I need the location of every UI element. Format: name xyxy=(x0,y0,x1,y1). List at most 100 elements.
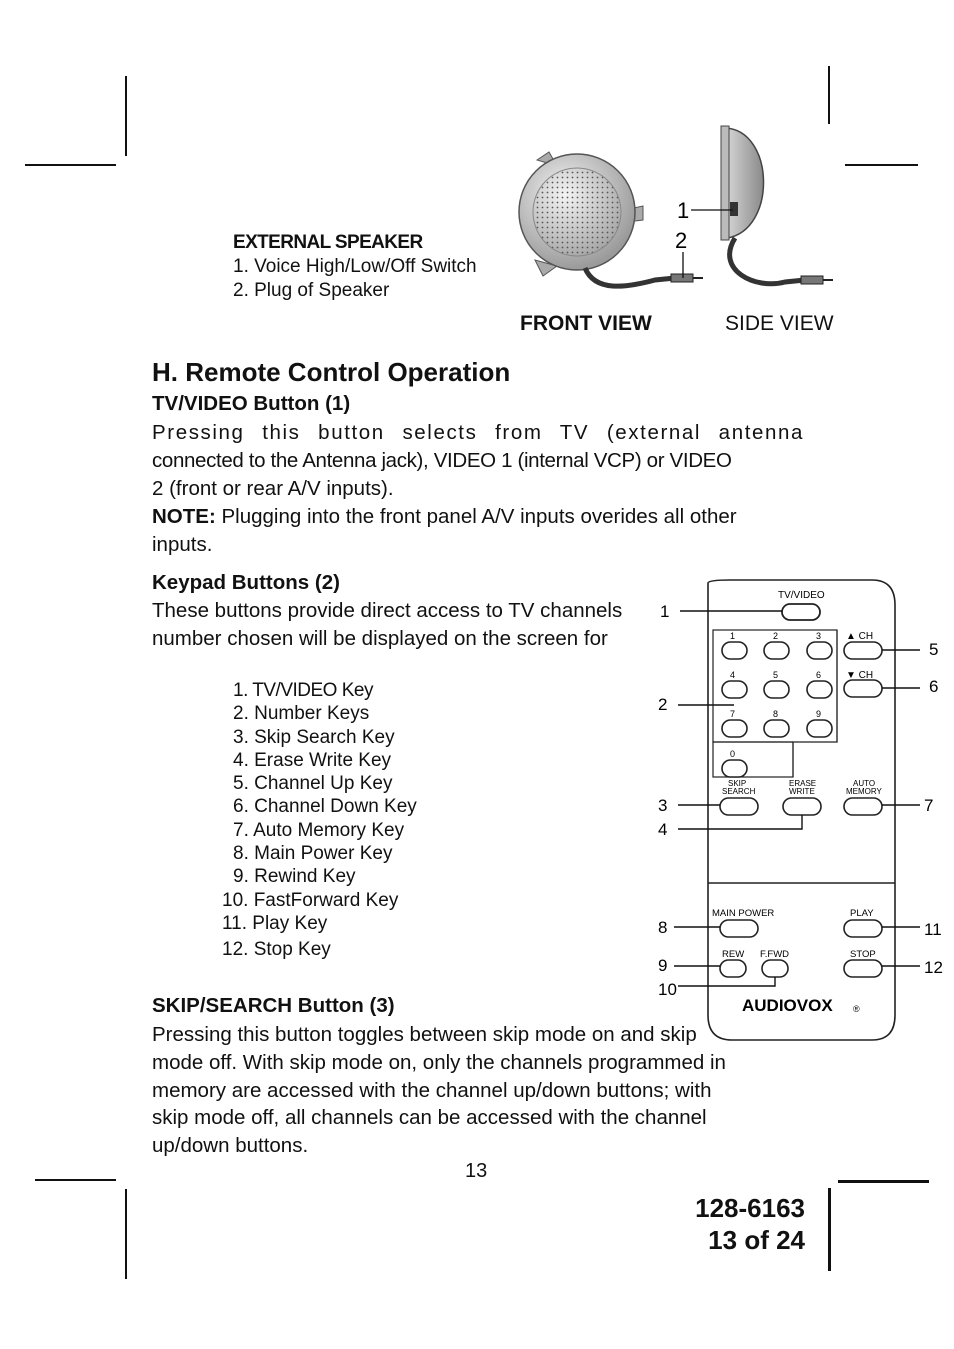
side-view-label: SIDE VIEW xyxy=(725,312,834,335)
channel-down-key[interactable] xyxy=(843,679,883,698)
speaker-grille xyxy=(532,167,622,257)
remote-callout-7: 7 xyxy=(924,796,933,815)
remote-callout-12: 12 xyxy=(924,958,943,977)
remote-callout-11: 11 xyxy=(924,920,942,939)
keypad-line-1: These buttons provide direct access to T… xyxy=(152,599,623,622)
crop-mark-bottom-left-vertical xyxy=(125,1189,127,1279)
callout-lines xyxy=(674,610,920,987)
digit-label-4: 4 xyxy=(730,670,735,680)
remote-callout-2: 2 xyxy=(658,695,667,714)
play-key[interactable] xyxy=(843,919,883,938)
tv-video-line-1: Pressing this button selects from TV (ex… xyxy=(152,421,804,444)
rew-label: REW xyxy=(722,949,744,960)
main-power-key[interactable] xyxy=(719,919,759,938)
keypad-heading: Keypad Buttons (2) xyxy=(152,571,340,594)
key-list-item: 11. Play Key xyxy=(222,912,328,934)
key-list-item: 3. Skip Search Key xyxy=(233,726,395,748)
note-paragraph: NOTE: Plugging into the front panel A/V … xyxy=(152,503,804,531)
stop-key[interactable] xyxy=(843,959,883,978)
digit-key-3[interactable] xyxy=(806,641,833,660)
tv-video-key-label: TV/VIDEO xyxy=(778,590,825,601)
erase-label-2: WRITE xyxy=(789,787,815,796)
speaker-item-1: 1. Voice High/Low/Off Switch xyxy=(233,256,477,277)
digit-label-5: 5 xyxy=(773,670,778,680)
remote-callout-8: 8 xyxy=(658,918,667,937)
digit-key-2[interactable] xyxy=(763,641,790,660)
auto-memory-key[interactable] xyxy=(843,797,883,816)
crop-mark-bottom-right-vertical xyxy=(828,1188,831,1271)
remote-callout-3: 3 xyxy=(658,796,667,815)
voice-switch xyxy=(730,202,738,216)
speaker-side-rim xyxy=(720,125,730,241)
front-view-label: FRONT VIEW xyxy=(520,312,652,335)
digit-key-6[interactable] xyxy=(806,680,833,699)
speaker-callout-2: 2 xyxy=(675,228,687,253)
tv-video-key[interactable] xyxy=(781,603,821,621)
key-list-item: 10. FastForward Key xyxy=(222,889,399,911)
auto-label-2: MEMORY xyxy=(846,787,883,796)
skip-search-heading: SKIP/SEARCH Button (3) xyxy=(152,994,395,1017)
skip-search-line-1: Pressing this button toggles between ski… xyxy=(152,1023,697,1046)
digit-label-9: 9 xyxy=(816,709,821,719)
digit-label-7: 7 xyxy=(730,709,735,719)
key-list-item: 12. Stop Key xyxy=(222,939,331,961)
auto-label-1: AUTO xyxy=(853,779,875,788)
page-title: H. Remote Control Operation xyxy=(152,357,511,387)
digit-key-0[interactable] xyxy=(721,759,748,778)
doc-number: 128-6163 xyxy=(695,1193,805,1223)
keypad-text-clip: These buttons provide direct access to T… xyxy=(152,597,657,657)
note-label: NOTE: xyxy=(152,505,216,528)
digit-key-9[interactable] xyxy=(806,719,833,738)
remote-callout-5: 5 xyxy=(929,640,938,659)
speaker-callout-1: 1 xyxy=(677,198,689,223)
remote-callout-4: 4 xyxy=(658,820,667,839)
erase-write-key[interactable] xyxy=(782,797,822,816)
page-number: 13 xyxy=(465,1160,488,1182)
digit-label-0: 0 xyxy=(730,749,735,759)
digit-key-4[interactable] xyxy=(721,680,748,699)
channel-up-key[interactable] xyxy=(843,641,883,660)
key-list-item: 6. Channel Down Key xyxy=(233,796,417,818)
digit-key-1[interactable] xyxy=(721,641,748,660)
ch-down-label: ▼ CH xyxy=(846,670,873,681)
speaker-cable-front xyxy=(582,266,676,289)
speaker-plug-side xyxy=(800,275,824,285)
remote-callout-6: 6 xyxy=(929,677,938,696)
callout-numbers: 1 2 3 4 5 6 7 8 9 10 11 12 xyxy=(658,602,943,999)
brand-registered-mark: ® xyxy=(853,1004,860,1014)
skip-search-line-2: mode off. With skip mode on, only the ch… xyxy=(152,1051,726,1074)
digit-key-8[interactable] xyxy=(763,719,790,738)
crop-mark-bottom-right-horizontal xyxy=(838,1180,929,1183)
speaker-plug-front xyxy=(670,273,694,283)
skip-search-line-3: memory are accessed with the channel up/… xyxy=(152,1079,712,1102)
skip-search-line-5: up/down buttons. xyxy=(152,1134,309,1157)
crop-mark-top-left-vertical xyxy=(125,76,127,156)
digit-key-5[interactable] xyxy=(763,680,790,699)
key-list-item: 5. Channel Up Key xyxy=(233,773,393,795)
main-power-label: MAIN POWER xyxy=(712,908,774,919)
page-of: 13 of 24 xyxy=(708,1225,805,1255)
remote-callout-10: 10 xyxy=(658,980,677,999)
ffwd-label: F.FWD xyxy=(760,949,789,960)
digit-label-6: 6 xyxy=(816,670,821,680)
key-list-item: 9. Rewind Key xyxy=(233,866,356,888)
erase-label-1: ERASE xyxy=(789,779,816,788)
key-list-item: 7. Auto Memory Key xyxy=(233,819,405,841)
rewind-key[interactable] xyxy=(719,959,747,978)
fast-forward-key[interactable] xyxy=(761,959,789,978)
stop-label: STOP xyxy=(850,949,876,960)
speaker-illustration: 1 2 xyxy=(518,125,833,289)
skip-search-key[interactable] xyxy=(719,797,759,816)
tv-video-line-2: connected to the Antenna jack), VIDEO 1 … xyxy=(152,449,732,472)
digit-label-8: 8 xyxy=(773,709,778,719)
crop-mark-top-left-horizontal xyxy=(25,164,116,166)
remote-callout-1: 1 xyxy=(660,602,669,621)
crop-mark-bottom-left-horizontal xyxy=(35,1179,116,1181)
play-label: PLAY xyxy=(850,908,874,919)
ch-up-label: ▲ CH xyxy=(846,631,873,642)
digit-key-7[interactable] xyxy=(721,719,748,738)
tv-video-heading: TV/VIDEO Button (1) xyxy=(152,392,351,415)
key-list-item: 1. TV/VIDEO Key xyxy=(233,680,373,701)
note-text-2: inputs. xyxy=(152,533,213,556)
skip-label-1: SKIP xyxy=(728,779,746,788)
